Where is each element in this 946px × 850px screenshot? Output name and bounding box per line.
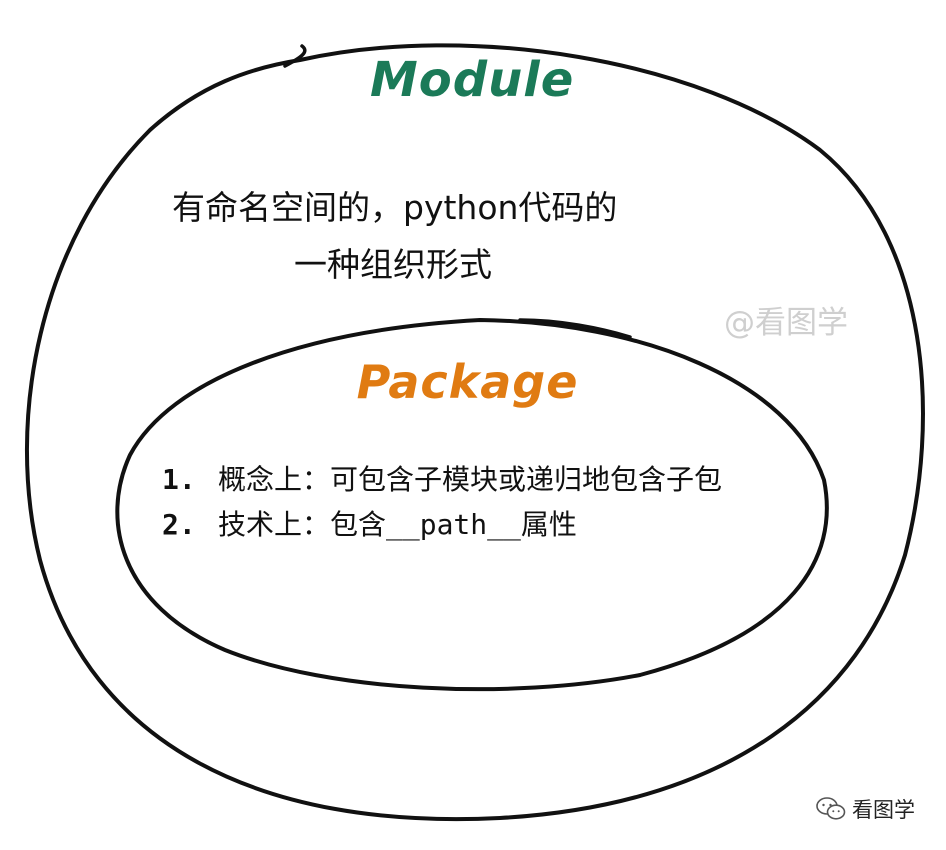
watermark: @看图学 bbox=[724, 305, 848, 341]
point-number: 1. bbox=[162, 463, 196, 496]
module-description-line-2: 一种组织形式 bbox=[294, 245, 492, 284]
package-ellipse bbox=[115, 318, 829, 692]
package-point-1: 1. 概念上：可包含子模块或递归地包含子包 bbox=[162, 466, 722, 494]
wechat-icon bbox=[816, 797, 846, 820]
module-title: Module bbox=[370, 52, 575, 108]
point-number: 2. bbox=[162, 508, 196, 541]
module-ellipse bbox=[25, 43, 925, 822]
module-ellipse-overlap bbox=[283, 44, 307, 68]
footer-text: 看图学 bbox=[852, 798, 915, 822]
footer-brand: 看图学 bbox=[816, 794, 915, 824]
package-ellipse-overlap bbox=[518, 318, 632, 339]
package-point-2: 2. 技术上：包含__path__属性 bbox=[162, 511, 577, 539]
point-text: 概念上：可包含子模块或递归地包含子包 bbox=[218, 463, 723, 496]
point-text: 技术上：包含__path__属性 bbox=[218, 508, 577, 541]
package-title: Package bbox=[356, 355, 579, 409]
module-description-line-1: 有命名空间的，python代码的 bbox=[172, 188, 618, 227]
